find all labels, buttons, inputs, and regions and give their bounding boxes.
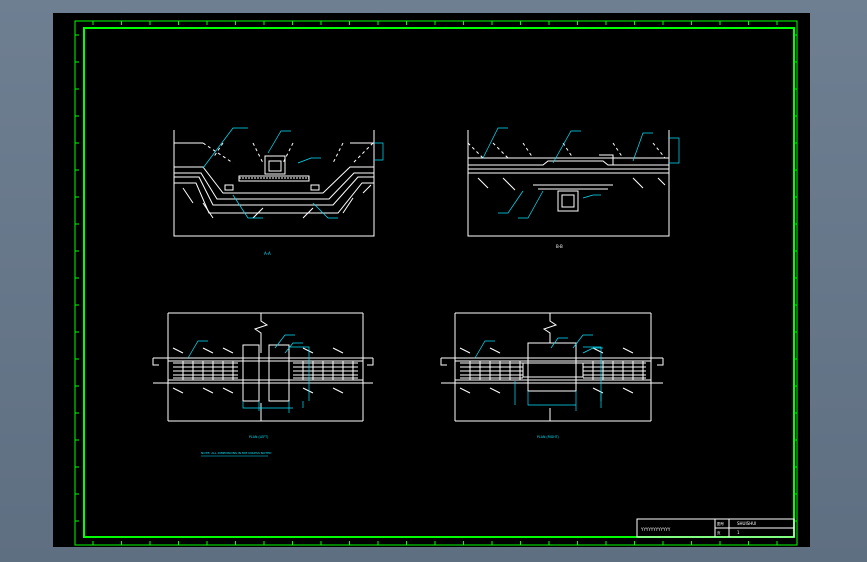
title-block <box>636 518 795 538</box>
plan-left-caption: PLAN (LEFT) <box>249 435 268 439</box>
section-view-left <box>173 130 375 237</box>
section-left-caption: A-A <box>264 251 271 256</box>
border-ticks <box>75 21 797 545</box>
title-block-label-1: 图号 <box>717 521 725 526</box>
sheet-outer-border <box>74 20 798 546</box>
plan-right-caption: PLAN (RIGHT) <box>537 435 559 439</box>
general-note: NOTE: ALL DIMENSIONS IN MM UNLESS NOTED <box>201 451 272 455</box>
title-block-value-1: SHUISHUI <box>737 521 756 526</box>
title-block-value-2: 1 <box>737 530 740 535</box>
plan-right-dims <box>474 334 603 411</box>
title-block-drawing-title: YYYYYYYYYYYY <box>640 527 671 532</box>
section-view-right <box>467 130 670 237</box>
plan-view-left <box>152 312 374 422</box>
title-block-label-2: 页 <box>717 531 721 535</box>
sheet-inner-frame <box>83 27 795 538</box>
section-left-dims <box>202 127 384 219</box>
plan-view-right <box>440 312 664 422</box>
cad-viewport[interactable]: A-A B-B <box>53 13 810 547</box>
drawing-canvas: A-A B-B <box>74 20 798 546</box>
section-right-caption: B-B <box>556 244 563 249</box>
section-right-dims <box>482 127 680 219</box>
plan-left-dims <box>187 334 310 413</box>
